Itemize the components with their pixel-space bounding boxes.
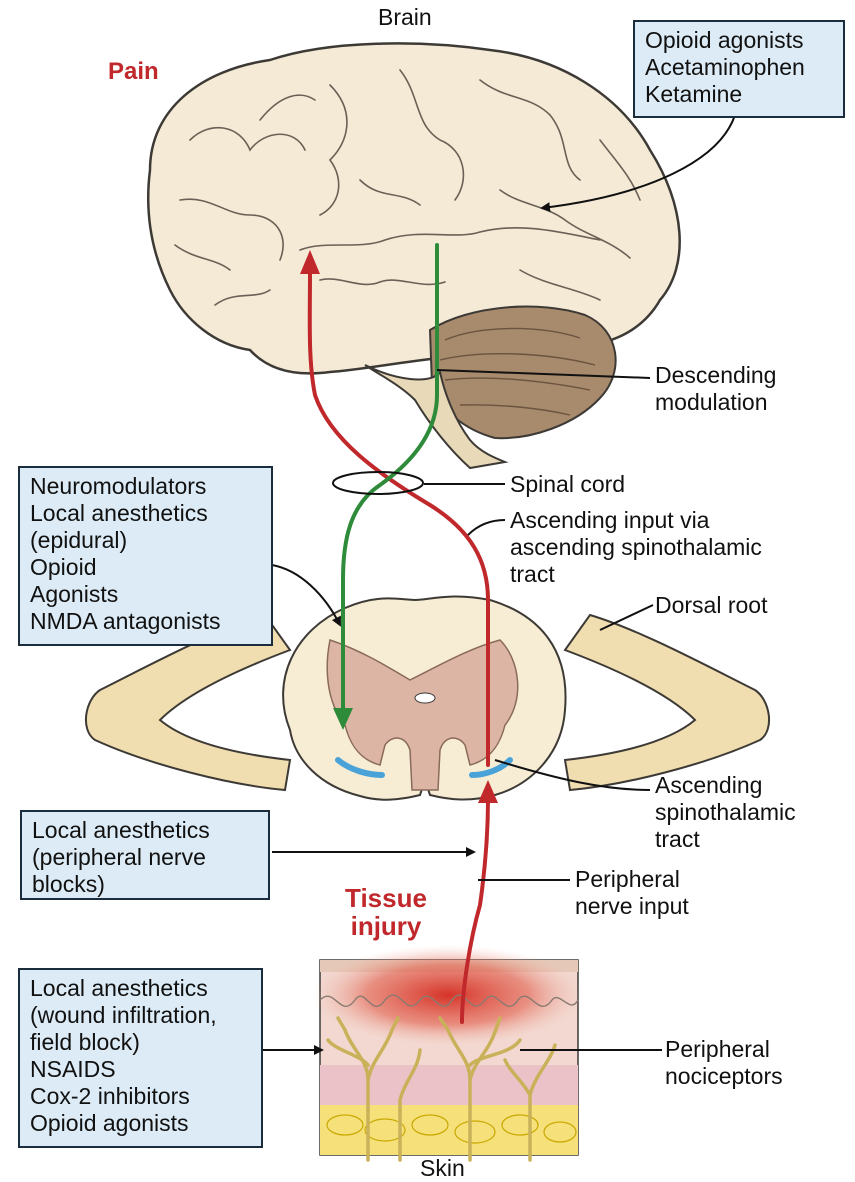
spinal-drugs-line: Neuromodulators (30, 473, 261, 500)
peripheral-nerve-input-line: nerve input (575, 893, 689, 920)
brain-illustration (148, 43, 680, 468)
skin-label: Skin (420, 1155, 465, 1182)
descending-modulation-label: Descending modulation (655, 362, 776, 416)
skin-drugs-line: (wound infiltration, (30, 1002, 251, 1029)
nerve-block-drugs-line: (peripheral nerve (32, 844, 258, 871)
descending-modulation-line: modulation (655, 389, 776, 416)
ascending-tract-line: Ascending (655, 772, 796, 799)
peripheral-nerve-input-line: Peripheral (575, 866, 689, 893)
ascending-tract-line: tract (655, 826, 796, 853)
brain-drugs-line: Ketamine (645, 81, 833, 108)
ascending-input-line: ascending spinothalamic (510, 534, 762, 561)
spinal-cord-label: Spinal cord (510, 471, 625, 498)
brain-label: Brain (378, 4, 432, 31)
ascending-input-label: Ascending input via ascending spinothala… (510, 507, 762, 588)
skin-illustration (313, 945, 583, 1160)
brain-drugs-line: Opioid agonists (645, 27, 833, 54)
skin-drugs-line: Cox-2 inhibitors (30, 1083, 251, 1110)
tissue-injury-label: Tissue injury (336, 884, 436, 940)
brain-drugs-box: Opioid agonists Acetaminophen Ketamine (633, 20, 845, 118)
peripheral-nerve-input-label: Peripheral nerve input (575, 866, 689, 920)
dorsal-root-label: Dorsal root (655, 592, 767, 619)
descending-modulation-line: Descending (655, 362, 776, 389)
skin-drugs-line: Local anesthetics (30, 975, 251, 1002)
spinal-drugs-line: Agonists (30, 581, 261, 608)
pain-label: Pain (108, 58, 159, 86)
peripheral-nociceptors-line: Peripheral (665, 1036, 783, 1063)
ascending-input-line: tract (510, 561, 762, 588)
spinal-drugs-box: Neuromodulators Local anesthetics (epidu… (18, 466, 273, 646)
nerve-block-drugs-box: Local anesthetics (peripheral nerve bloc… (20, 810, 270, 900)
skin-drugs-line: field block) (30, 1029, 251, 1056)
tissue-injury-line: Tissue (336, 884, 436, 912)
ascending-input-line: Ascending input via (510, 507, 762, 534)
spinal-drugs-line: Local anesthetics (30, 500, 261, 527)
brain-drugs-line: Acetaminophen (645, 54, 833, 81)
skin-drugs-line: NSAIDS (30, 1056, 251, 1083)
ascending-tract-line: spinothalamic (655, 799, 796, 826)
skin-drugs-box: Local anesthetics (wound infiltration, f… (18, 968, 263, 1148)
nerve-block-drugs-line: blocks) (32, 871, 258, 898)
spinal-cord-marker (333, 472, 423, 494)
spinal-drugs-line: (epidural) (30, 527, 261, 554)
skin-drugs-line: Opioid agonists (30, 1110, 251, 1137)
tissue-injury-line: injury (336, 912, 436, 940)
peripheral-nociceptors-label: Peripheral nociceptors (665, 1036, 783, 1090)
spinal-drugs-line: Opioid (30, 554, 261, 581)
ascending-spinothalamic-tract-label: Ascending spinothalamic tract (655, 772, 796, 853)
peripheral-nociceptors-line: nociceptors (665, 1063, 783, 1090)
spinal-drugs-line: NMDA antagonists (30, 608, 261, 635)
nerve-block-drugs-line: Local anesthetics (32, 817, 258, 844)
